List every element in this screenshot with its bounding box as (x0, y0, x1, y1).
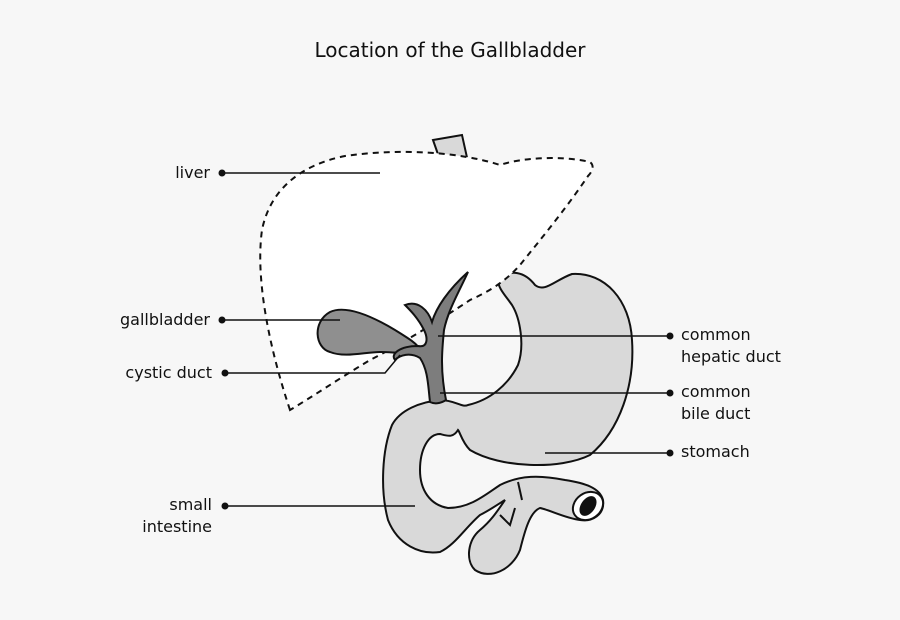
intestine-crease-1 (517, 481, 523, 501)
label-small-intestine-line-2: intestine (142, 517, 212, 536)
label-common-hepatic-duct-line-2: hepatic duct (681, 347, 781, 366)
label-liver: liver (175, 163, 210, 182)
diagram-title: Location of the Gallbladder (314, 38, 586, 62)
label-small-intestine: small intestine (142, 494, 212, 538)
stomach-leader-dot (666, 449, 674, 457)
bile-duct-system (392, 271, 469, 405)
intestine-lumen-inner (579, 496, 597, 516)
label-common-bile-duct: common bile duct (681, 381, 751, 425)
label-stomach: stomach (681, 442, 750, 461)
common-hepatic-duct-leader-dot (666, 332, 674, 340)
common-bile-duct-leader-dot (666, 389, 674, 397)
intestine-crease-2 (499, 507, 516, 527)
label-common-hepatic-duct-line-1: common (681, 325, 751, 344)
gallbladder-leader-dot (218, 316, 226, 324)
cystic-duct-leader-dot (221, 369, 229, 377)
small-intestine-leader-dot (221, 502, 229, 510)
label-common-bile-duct-line-2: bile duct (681, 404, 751, 423)
liver-leader-dot (218, 169, 226, 177)
label-small-intestine-line-1: small (169, 495, 212, 514)
label-common-bile-duct-line-1: common (681, 382, 751, 401)
label-common-hepatic-duct: common hepatic duct (681, 324, 781, 368)
cystic-duct-leader (225, 354, 401, 374)
label-cystic-duct: cystic duct (125, 363, 212, 382)
label-gallbladder: gallbladder (120, 310, 210, 329)
